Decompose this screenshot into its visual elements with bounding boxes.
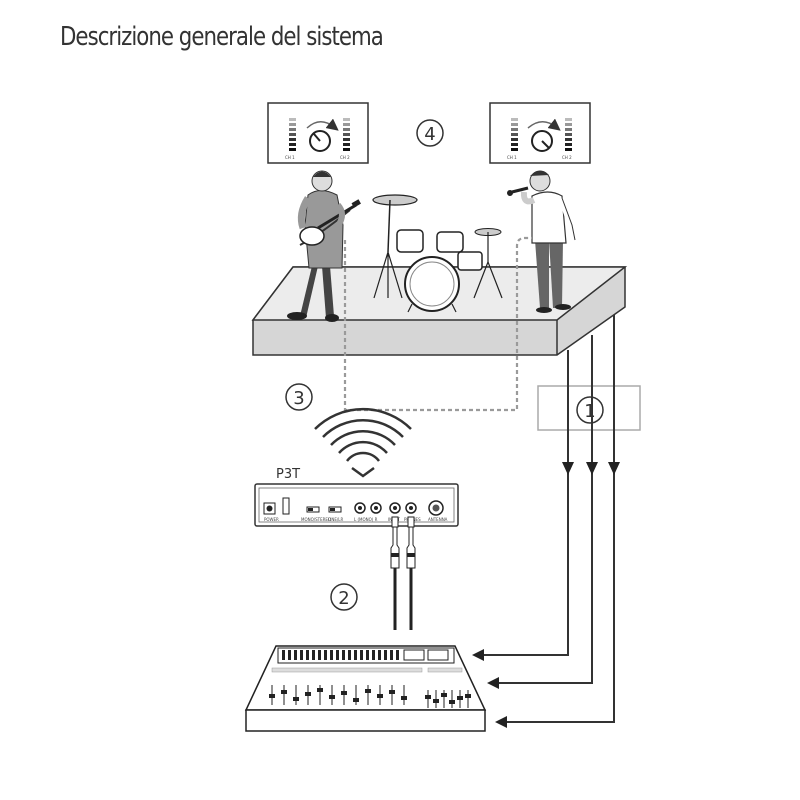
singer-icon	[507, 170, 579, 313]
level-meter-ch1-left-icon	[289, 118, 296, 151]
monitor-left-ch1-label: CH 1	[285, 155, 295, 160]
p3t-label-line: LINE/LR	[328, 517, 344, 522]
marker-3-label: 3	[293, 388, 304, 409]
guitarist-icon	[287, 170, 361, 322]
wired-cable-arrows	[472, 462, 620, 728]
p3t-label-lr: L (MONO) R	[354, 517, 378, 522]
mixing-console-icon	[244, 645, 487, 732]
wireless-waves-icon	[314, 407, 412, 478]
p3t-label-mono-stereo: MONO/STEREO	[301, 517, 331, 522]
p3t-label-power: POWER	[264, 517, 279, 522]
page-title: Descrizione generale del sistema	[60, 22, 384, 52]
p3t-device: P3T POWER MONO/STEREO LINE/LR L (MONO) R…	[254, 467, 459, 527]
drum-kit-icon	[372, 194, 503, 313]
level-meter-ch2-left-icon	[343, 118, 350, 151]
p3t-label-antenna: ANTENNA	[428, 517, 448, 522]
wired-cables	[480, 315, 615, 723]
wireless-signal-path	[343, 236, 532, 412]
monitor-right-ch2-label: CH 2	[562, 155, 572, 160]
level-meter-ch1-right-icon	[511, 118, 518, 151]
monitor-left-ch2-label: CH 2	[340, 155, 350, 160]
p3t-device-name: P3T	[276, 467, 300, 482]
marker-2-label: 2	[338, 588, 349, 609]
monitor-right-ch1-label: CH 1	[507, 155, 517, 160]
jack-cables	[390, 516, 416, 630]
monitor-panel-right: CH 1 CH 2	[489, 102, 591, 164]
balance-knob-right-icon	[527, 118, 561, 152]
marker-2: 2	[330, 583, 358, 611]
marker-3: 3	[285, 383, 313, 411]
marker-1-box: 1	[537, 385, 641, 431]
monitor-panel-left: CH 1 CH 2	[267, 102, 369, 164]
level-meter-ch2-right-icon	[565, 118, 572, 151]
marker-4-label: 4	[424, 124, 435, 145]
marker-1-label: 1	[584, 401, 595, 422]
balance-knob-left-icon	[306, 118, 339, 152]
marker-4: 4	[416, 119, 444, 147]
